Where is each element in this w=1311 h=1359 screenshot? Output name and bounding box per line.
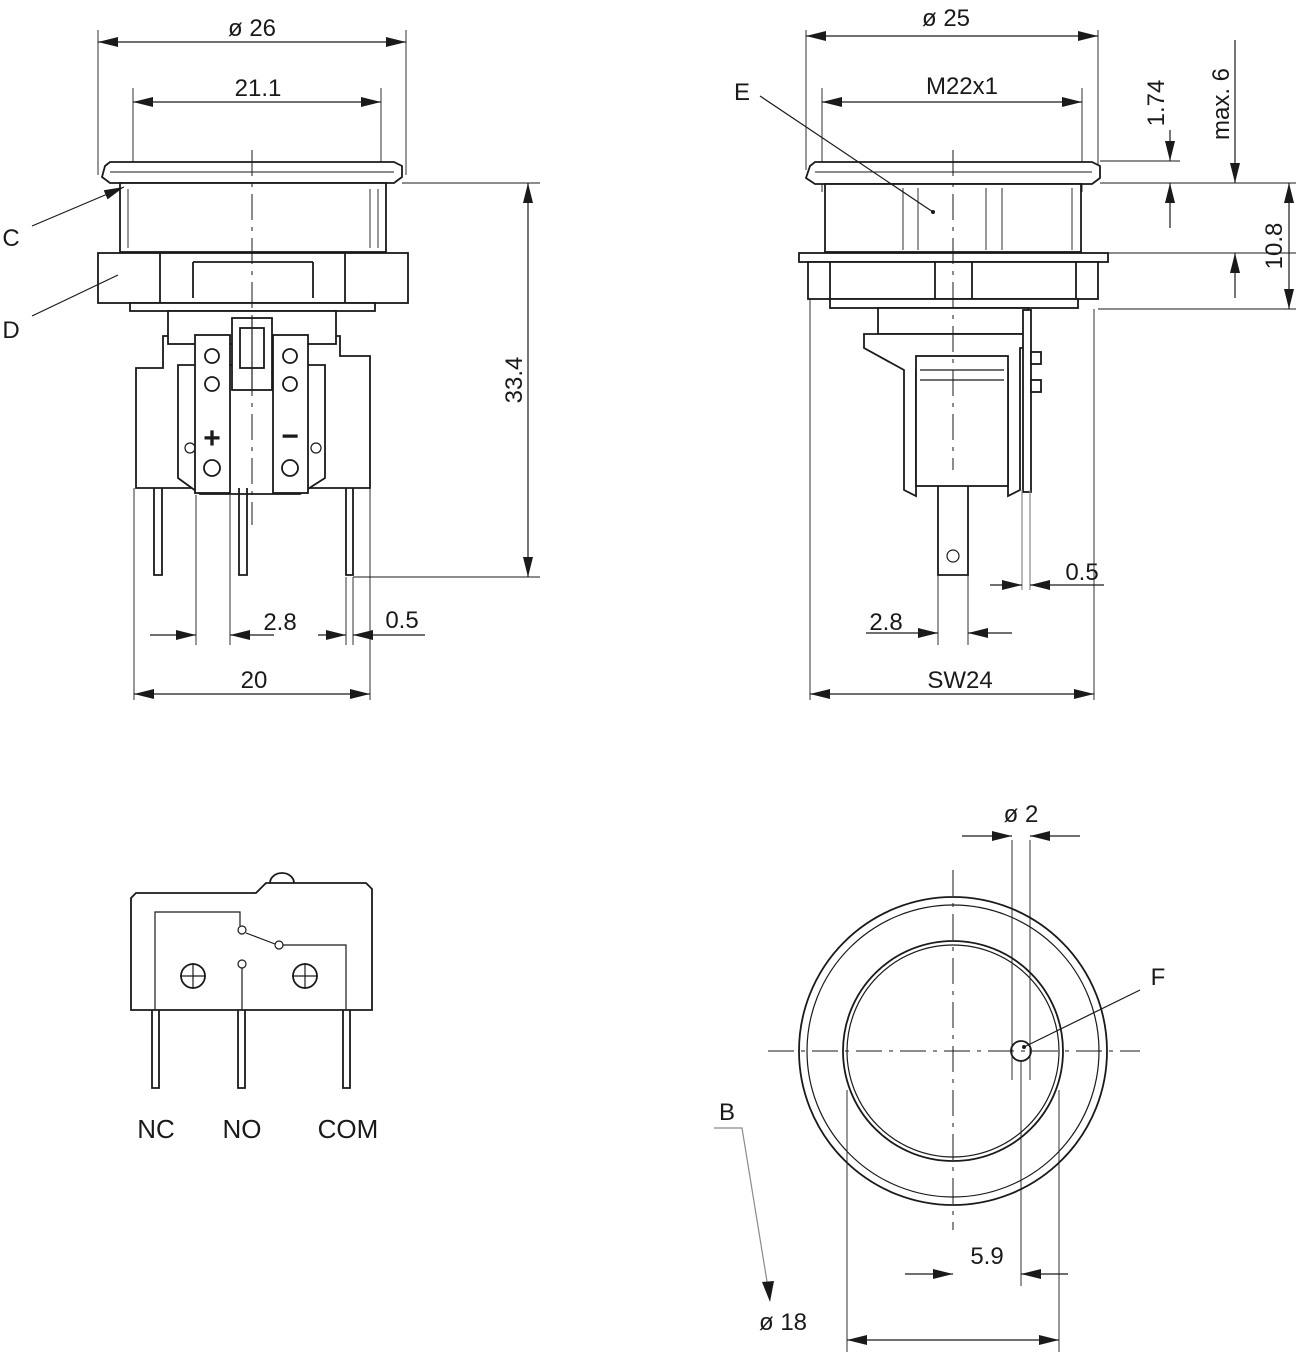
dim-hole-diameter: ø 2 [962, 801, 1080, 841]
dim-side-pin-pitch: 2.8 [866, 609, 1012, 638]
dim-inner-width-text: 21.1 [235, 75, 282, 102]
dim-cap-height-text: 1.74 [1143, 80, 1170, 127]
terminal-plus [194, 334, 231, 494]
dim-body-width-text: 20 [241, 667, 268, 694]
label-hole-text: F [1151, 964, 1166, 991]
dim-height-text: 33.4 [501, 357, 528, 404]
dim-wrench-size: SW24 [810, 667, 1094, 699]
dim-pin-thickness-text: 0.5 [385, 607, 418, 634]
dim-side-top-diameter: ø 25 [806, 5, 1098, 41]
dim-body-height-text: 10.8 [1261, 223, 1288, 270]
dim-thread: M22x1 [822, 73, 1082, 107]
dim-pin-pitch: 2.8 [150, 609, 297, 640]
side-view: ø 25 M22x1 [734, 5, 1296, 700]
label-cap: C [2, 186, 125, 252]
front-switch-body: + − [135, 310, 371, 495]
dim-panel-max-text: max. 6 [1208, 68, 1235, 140]
label-cap-text: C [2, 225, 19, 252]
dim-panel-max: max. 6 [1108, 40, 1296, 298]
label-lens: E [734, 79, 935, 214]
label-nut: D [2, 274, 119, 344]
label-nut-text: D [2, 317, 19, 344]
label-button: B [714, 1099, 774, 1302]
front-lens [119, 182, 387, 253]
label-lens-text: E [734, 79, 750, 106]
terminal-minus [272, 334, 309, 494]
plus-sign: + [203, 422, 221, 455]
pin-label-nc: NC [137, 1114, 175, 1144]
dim-side-pin-thickness-text: 0.5 [1065, 559, 1098, 586]
top-view: ø 2 F 5.9 ø 18 B [714, 801, 1165, 1352]
switch-schematic: NC NO COM [130, 872, 379, 1144]
dim-wrench-size-text: SW24 [927, 667, 992, 694]
dim-button-diameter: ø 18 [759, 1309, 1059, 1345]
dim-button-diameter-text: ø 18 [759, 1309, 807, 1336]
dim-pin-thickness: 0.5 [318, 607, 425, 640]
minus-sign: − [281, 420, 299, 453]
dim-height: 33.4 [353, 182, 540, 578]
dim-body-width: 20 [134, 667, 370, 699]
dim-side-top-diameter-text: ø 25 [922, 5, 970, 32]
dim-offset: 5.9 [905, 1243, 1068, 1279]
dim-side-pin-thickness: 0.5 [990, 559, 1104, 590]
dim-top-diameter-text: ø 26 [228, 15, 276, 42]
dim-thread-text: M22x1 [926, 73, 998, 100]
label-hole: F [1022, 964, 1165, 1049]
dim-pin-pitch-text: 2.8 [263, 609, 296, 636]
dim-inner-width: 21.1 [133, 75, 381, 107]
dim-side-pin-pitch-text: 2.8 [869, 609, 902, 636]
dim-hole-diameter-text: ø 2 [1004, 801, 1039, 828]
dim-offset-text: 5.9 [970, 1243, 1003, 1270]
pin-label-com: COM [318, 1114, 379, 1144]
front-nut [97, 252, 409, 312]
pin-label-no: NO [223, 1114, 262, 1144]
label-button-text: B [719, 1099, 735, 1126]
dim-body-height: 10.8 [1098, 183, 1296, 310]
dim-cap-height: 1.74 [1100, 80, 1296, 228]
front-view: ø 26 21.1 [2, 15, 540, 700]
front-pins [153, 488, 354, 576]
dim-top-diameter: ø 26 [98, 15, 406, 47]
